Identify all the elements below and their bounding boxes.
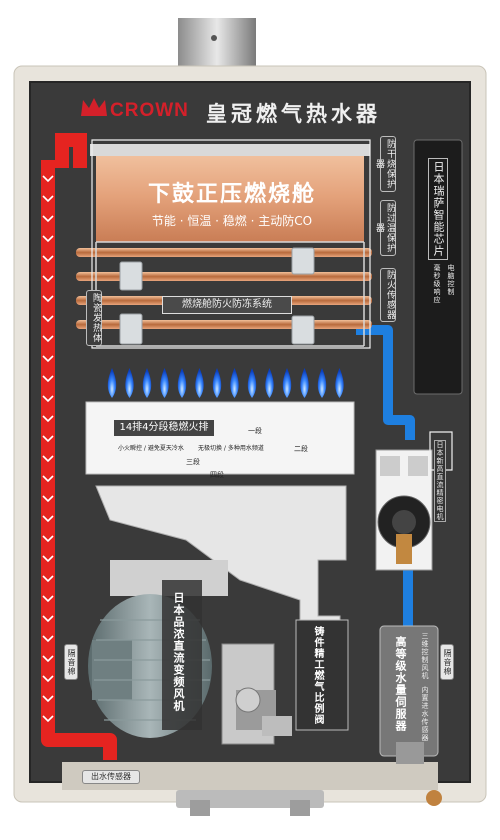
anti-overheat-tag: 防过温保护器 <box>374 200 396 256</box>
combustion-chamber <box>96 150 364 242</box>
smart-chip-panel <box>413 139 463 395</box>
hot-pipe-arrows <box>42 175 54 723</box>
burner-title: 14排4分段稳燃火排 <box>114 420 214 436</box>
fan-label: 日本品浓直流变频风机 <box>172 592 185 712</box>
flame <box>317 368 327 398</box>
brand-logo-text: CROWN <box>110 100 189 121</box>
right-soundproof-tag: 隔音棉 <box>440 644 454 680</box>
burner-seg-2: 二段 <box>294 445 308 453</box>
flow-chevron <box>42 215 54 223</box>
flow-chevron <box>42 515 54 523</box>
flame <box>230 368 239 398</box>
water-servo-body <box>379 625 439 764</box>
flow-chevron <box>42 675 54 683</box>
ceramic-insulation-tag: 陶瓷发热体 <box>86 290 102 346</box>
antifreeze-system-label: 燃烧舱防火防冻系统 <box>162 296 292 314</box>
flow-chevron <box>42 455 54 463</box>
flow-chevron <box>42 475 54 483</box>
outlet-sensor-tag: 出水传感器 <box>82 770 140 784</box>
burner-seg-4: 四段 <box>210 471 224 479</box>
flow-chevron <box>42 175 54 183</box>
flow-chevron <box>42 375 54 383</box>
chamber-title: 下鼓正压燃烧舱 <box>147 182 316 207</box>
servo-feature-1: 三维控制风机 <box>421 632 429 680</box>
burner-seg-1: 一段 <box>248 427 262 435</box>
pipe-clips <box>119 247 315 345</box>
flow-chevron <box>42 715 54 723</box>
flow-chevron <box>42 575 54 583</box>
anti-fire-sensor-tag: 防火传感器 <box>380 268 396 322</box>
flow-chevron <box>42 255 54 263</box>
burner-body <box>85 401 355 475</box>
flow-chevron <box>42 395 54 403</box>
flame <box>282 368 292 398</box>
flow-chevron <box>42 415 54 423</box>
flow-chevron <box>42 435 54 443</box>
servo-feature-2: 内置进水传感器 <box>421 686 429 742</box>
flow-chevron <box>42 295 54 303</box>
flow-chevron <box>42 275 54 283</box>
anti-dry-burn-tag: 防干烧保护器 <box>374 136 396 192</box>
flow-chevron <box>42 615 54 623</box>
flow-chevron <box>42 695 54 703</box>
gas-valve-body <box>221 619 349 745</box>
flame <box>142 368 152 398</box>
flame <box>300 368 309 398</box>
gas-valve-label: 铸件精工燃气比例阀 <box>312 626 323 725</box>
product-title: 皇冠燃气热水器 <box>206 102 381 126</box>
flow-chevron <box>42 335 54 343</box>
flame <box>212 368 222 398</box>
left-soundproof-tag: 隔音棉 <box>64 644 78 680</box>
burner-seg-3: 三段 <box>186 458 200 466</box>
flow-chevron <box>42 555 54 563</box>
flame <box>160 368 169 398</box>
chamber-subtitle: 节能 · 恒温 · 稳燃 · 主动防CO <box>151 214 313 228</box>
dc-fan <box>88 560 228 738</box>
chip-feature-1: 电脑控制 <box>447 264 455 296</box>
burner-note-left: 小火瞬控 / 避免夏天冷水 <box>118 445 184 452</box>
dc-motor <box>375 449 433 571</box>
crown-logo-icon <box>80 96 108 118</box>
bottom-connector <box>176 790 324 808</box>
chip-feature-2: 毫秒级响应 <box>433 264 441 304</box>
flame <box>265 368 274 398</box>
flow-chevron <box>42 195 54 203</box>
dc-motor-label: 日本新高直流精密电机 <box>434 440 446 522</box>
copper-coils <box>76 241 372 347</box>
flame <box>177 368 187 398</box>
flow-chevron <box>42 535 54 543</box>
flow-chevron <box>42 315 54 323</box>
flame <box>335 368 344 398</box>
flame <box>107 368 117 398</box>
water-servo-label: 高等级水量伺服器 <box>394 636 407 732</box>
flame <box>195 368 204 398</box>
burner-flames <box>107 368 344 398</box>
flame <box>125 368 134 398</box>
smart-chip-label: 日本瑞萨智能芯片 <box>428 158 448 260</box>
flow-chevron <box>42 595 54 603</box>
flame <box>247 368 257 398</box>
flow-chevron <box>42 235 54 243</box>
burner-note-right: 无极切换 / 多种用水频道 <box>198 445 264 452</box>
flow-chevron <box>42 355 54 363</box>
flow-chevron <box>42 655 54 663</box>
flow-chevron <box>42 495 54 503</box>
flow-chevron <box>42 635 54 643</box>
